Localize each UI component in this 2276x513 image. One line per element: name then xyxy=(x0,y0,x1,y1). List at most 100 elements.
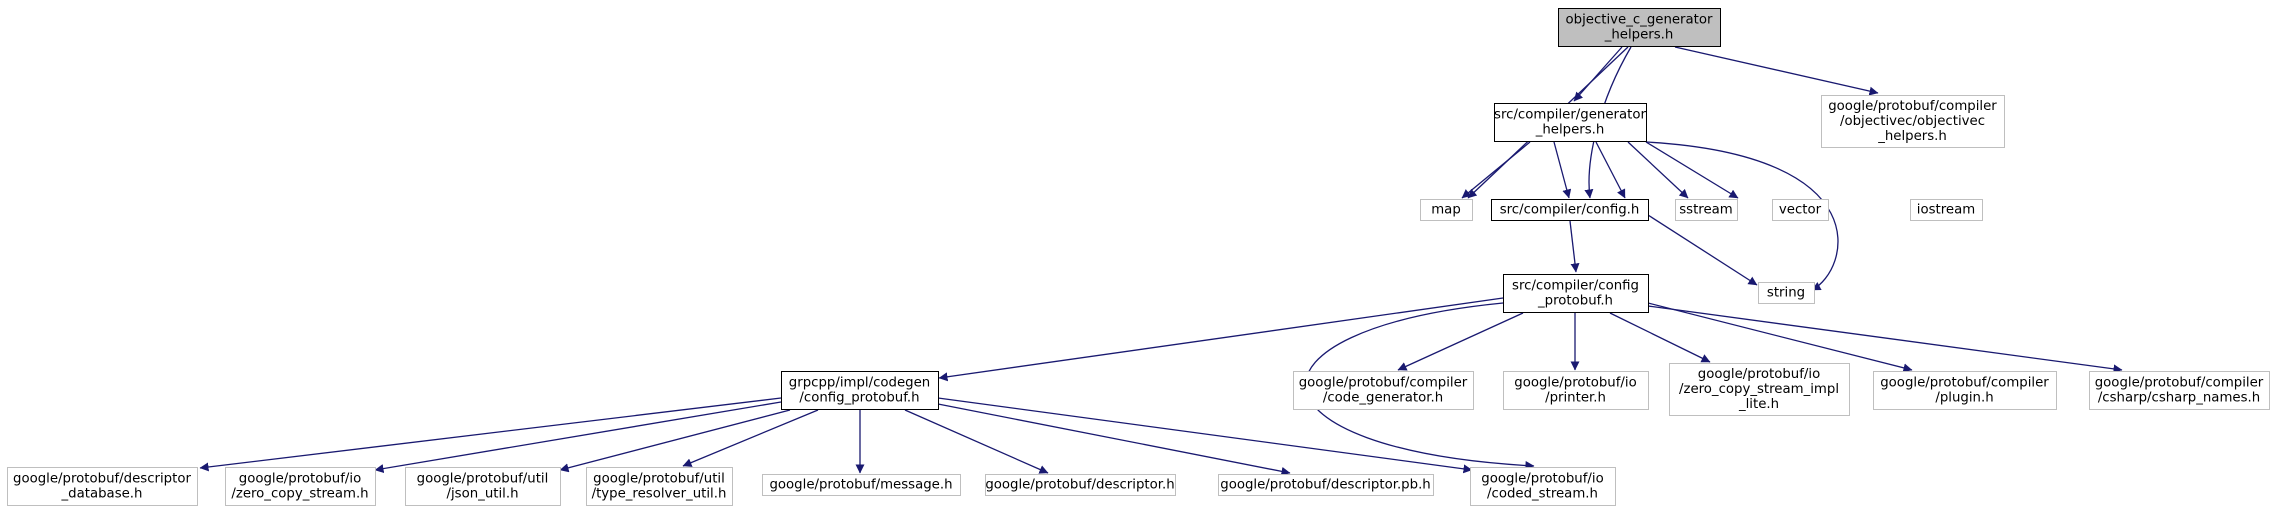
edge-generator_helpers-to-map xyxy=(1461,141,1531,199)
node-label-line: _database.h xyxy=(61,487,143,502)
node-string: string xyxy=(1758,282,1815,304)
node-label-line: sstream xyxy=(1679,203,1733,218)
edge-grpcpp_config_protobuf-to-zero_copy_stream xyxy=(374,401,782,474)
node-label-line: /csharp/csharp_names.h xyxy=(2098,391,2260,406)
node-label-line: google/protobuf/descriptor.h xyxy=(985,478,1174,493)
node-generator-helpers[interactable]: src/compiler/generator_helpers.h xyxy=(1494,103,1647,142)
node-label-line: _helpers.h xyxy=(1604,28,1674,43)
node-label-line: objective_c_generator xyxy=(1566,13,1714,28)
node-box xyxy=(7,467,198,506)
edge-generator_helpers-to-string xyxy=(1645,141,1839,291)
node-label-line: google/protobuf/io xyxy=(1698,367,1820,382)
edge-generator_helpers-to-config xyxy=(1553,141,1572,199)
node-label-line: google/protobuf/compiler xyxy=(1880,376,2049,391)
node-label-line: /plugin.h xyxy=(1935,391,1993,406)
node-label-line: google/protobuf/util xyxy=(593,472,725,487)
node-label-line: grpcpp/impl/codegen xyxy=(789,376,930,391)
node-label-line: map xyxy=(1431,203,1461,218)
node-box xyxy=(1675,199,1738,221)
node-box xyxy=(1821,95,2005,148)
edge-generator_helpers-to-sstream xyxy=(1595,141,1626,199)
edge-config_protobuf-to-grpcpp_config_protobuf xyxy=(938,297,1504,382)
node-label-line: _helpers.h xyxy=(1535,123,1605,138)
node-csharp-names: google/protobuf/compiler/csharp/csharp_n… xyxy=(2089,371,2270,410)
edge-generator_helpers-to-iostream xyxy=(1645,141,1739,199)
node-label-line: google/protobuf/io xyxy=(1481,472,1603,487)
node-label-line: /objectivec/objectivec xyxy=(1840,114,1985,129)
node-objc-helpers: google/protobuf/compiler/objectivec/obje… xyxy=(1821,95,2005,148)
node-box xyxy=(225,467,376,506)
node-vector: vector xyxy=(1772,199,1829,221)
node-label-line: google/protobuf/io xyxy=(239,472,361,487)
node-label-line: /printer.h xyxy=(1545,391,1606,406)
node-label-line: /type_resolver_util.h xyxy=(592,487,727,502)
node-box xyxy=(1491,199,1649,221)
node-label-line: _protobuf.h xyxy=(1537,294,1613,309)
node-descriptor: google/protobuf/descriptor.h xyxy=(985,474,1176,496)
node-box xyxy=(1218,474,1434,496)
node-box xyxy=(1470,467,1616,506)
node-label-line: google/protobuf/util xyxy=(417,472,549,487)
node-config[interactable]: src/compiler/config.h xyxy=(1491,199,1649,221)
node-label-line: google/protobuf/descriptor xyxy=(13,472,191,487)
edge-config-to-string xyxy=(1647,214,1758,286)
node-label-line: src/compiler/config xyxy=(1512,279,1639,294)
node-label-line: src/compiler/generator xyxy=(1494,108,1646,123)
node-coded-stream: google/protobuf/io/coded_stream.h xyxy=(1470,467,1616,506)
node-label-line: /zero_copy_stream.h xyxy=(231,487,368,502)
node-box xyxy=(1873,371,2057,410)
node-label-line: src/compiler/config.h xyxy=(1500,203,1640,218)
edge-grpcpp_config_protobuf-to-type_resolver_util xyxy=(682,409,819,467)
node-box xyxy=(405,467,561,506)
node-box xyxy=(1503,371,1649,410)
edge-config_protobuf-to-code_generator xyxy=(1397,312,1524,371)
edge-root-to-generator_helpers xyxy=(1573,46,1623,102)
node-box xyxy=(1910,199,1983,221)
node-label-line: google/protobuf/compiler xyxy=(1828,99,1997,114)
node-zcs-impl-lite: google/protobuf/io/zero_copy_stream_impl… xyxy=(1669,363,1850,416)
node-zero-copy-stream: google/protobuf/io/zero_copy_stream.h xyxy=(225,467,376,506)
edge-grpcpp_config_protobuf-to-json_util xyxy=(559,409,791,473)
node-config-protobuf[interactable]: src/compiler/config_protobuf.h xyxy=(1503,274,1649,313)
node-box xyxy=(781,371,939,410)
node-label-line: _lite.h xyxy=(1738,397,1779,412)
node-descriptor-database: google/protobuf/descriptor_database.h xyxy=(7,467,198,506)
node-box xyxy=(1420,199,1473,221)
node-sstream: sstream xyxy=(1675,199,1738,221)
node-message: google/protobuf/message.h xyxy=(762,474,961,496)
edge-grpcpp_config_protobuf-to-coded_stream xyxy=(937,397,1473,474)
nodes-layer: objective_c_generator_helpers.hsrc/compi… xyxy=(7,8,2270,506)
edge-grpcpp_config_protobuf-to-descriptor_database xyxy=(199,397,782,472)
node-label-line: google/protobuf/compiler xyxy=(2095,376,2264,391)
node-plugin: google/protobuf/compiler/plugin.h xyxy=(1873,371,2057,410)
node-box xyxy=(1772,199,1829,221)
node-box xyxy=(2089,371,2270,410)
node-label-line: iostream xyxy=(1917,203,1975,218)
edge-config_protobuf-to-csharp_names xyxy=(1647,305,2123,374)
node-box xyxy=(586,467,733,506)
edge-config_protobuf-to-plugin xyxy=(1647,302,1913,373)
node-label-line: string xyxy=(1767,286,1805,301)
edge-config_protobuf-to-zcs_impl_lite xyxy=(1609,312,1711,363)
node-label-line: /config_protobuf.h xyxy=(799,391,919,406)
node-label-line: google/protobuf/io xyxy=(1514,376,1636,391)
node-label-line: vector xyxy=(1779,203,1822,218)
node-box xyxy=(985,474,1176,496)
node-label-line: /code_generator.h xyxy=(1323,391,1443,406)
node-label-line: google/protobuf/message.h xyxy=(769,478,952,493)
node-box xyxy=(1669,363,1850,416)
edge-root-to-objc_helpers xyxy=(1674,46,1879,96)
node-code-generator: google/protobuf/compiler/code_generator.… xyxy=(1293,371,1474,410)
edge-generator_helpers-to-vector xyxy=(1627,141,1689,199)
node-label-line: google/protobuf/compiler xyxy=(1299,376,1468,391)
node-root[interactable]: objective_c_generator_helpers.h xyxy=(1558,8,1721,47)
node-type-resolver-util: google/protobuf/util/type_resolver_util.… xyxy=(586,467,733,506)
node-box xyxy=(1494,103,1647,142)
node-label-line: /json_util.h xyxy=(447,487,519,502)
node-grpcpp-config-protobuf[interactable]: grpcpp/impl/codegen/config_protobuf.h xyxy=(781,371,939,410)
node-box xyxy=(1758,282,1815,304)
edge-grpcpp_config_protobuf-to-descriptor xyxy=(904,409,1049,474)
node-iostream: iostream xyxy=(1910,199,1983,221)
node-box xyxy=(762,474,961,496)
